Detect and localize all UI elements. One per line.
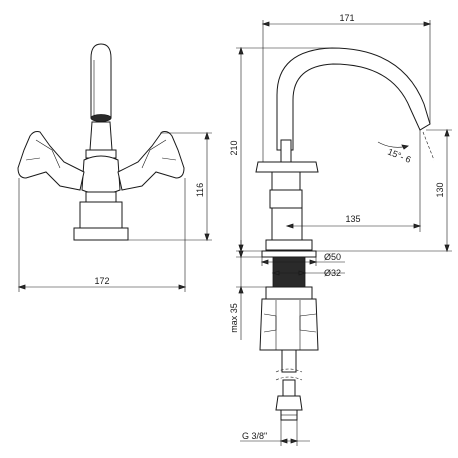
arrow — [271, 270, 280, 276]
arrow — [238, 285, 244, 294]
arrow — [298, 270, 307, 276]
nut-detail — [299, 313, 317, 333]
front-view — [17, 43, 185, 241]
hole-diameter-label: Ø50 — [324, 252, 341, 262]
front-height-label: 116 — [195, 183, 205, 197]
arrow — [401, 144, 409, 150]
arrow — [204, 233, 210, 242]
reach-label: 135 — [345, 214, 360, 224]
side-valve-block — [271, 171, 301, 191]
arrow — [444, 128, 450, 137]
front-right-handle — [117, 131, 185, 191]
side-body — [269, 189, 303, 209]
arrow — [279, 438, 288, 444]
fixing-nut — [259, 298, 319, 351]
arrow — [204, 131, 210, 140]
arrow — [285, 223, 294, 229]
counter-top — [261, 250, 317, 258]
hose-break-top — [275, 368, 303, 373]
front-right-handle-groove — [161, 157, 177, 161]
fixing-washer — [265, 286, 313, 300]
hose-break-bottom — [275, 376, 303, 381]
side-spout — [276, 47, 431, 151]
arrow — [17, 284, 26, 290]
front-left-handle-detail — [35, 139, 61, 169]
side-handle-stem — [280, 139, 292, 165]
reach-top-label: 171 — [339, 13, 354, 23]
arrow — [413, 223, 422, 229]
aerator — [90, 114, 112, 122]
angle-label: 15°- 6 — [386, 147, 412, 165]
arrow — [423, 21, 432, 27]
spout-height-label: 130 — [435, 182, 445, 197]
arrow — [238, 250, 244, 259]
arrow — [290, 438, 299, 444]
front-spout — [90, 43, 112, 119]
hose-upper — [281, 349, 297, 373]
front-right-handle-detail — [141, 139, 167, 169]
arrow — [309, 259, 318, 265]
side-base — [271, 207, 303, 241]
nut-detail — [263, 313, 277, 333]
spout-axis-line — [422, 131, 435, 161]
max-thickness-label: max 35 — [229, 303, 239, 333]
front-valve-body — [81, 155, 121, 195]
side-mount-plate — [265, 239, 313, 251]
side-view: 15°- 6 — [255, 47, 435, 421]
hose-lower — [282, 379, 296, 397]
front-left-handle — [17, 131, 85, 191]
arrow — [178, 284, 187, 290]
side-dimensions: 171 210 130 135 Ø50 Ø32 — [229, 13, 452, 446]
total-height-label: 210 — [229, 140, 239, 155]
hose-connector — [275, 395, 303, 411]
front-dimensions: 172 116 — [17, 131, 212, 292]
arrow — [444, 244, 450, 253]
arrow — [238, 46, 244, 55]
arrow — [261, 21, 270, 27]
front-base — [79, 201, 123, 229]
front-base-ring — [85, 191, 117, 203]
front-left-handle-groove — [25, 157, 41, 161]
thread-label: G 3/8" — [242, 431, 267, 441]
arrow — [260, 259, 269, 265]
nut-diameter-label: Ø32 — [324, 268, 341, 278]
front-neck — [89, 121, 113, 151]
side-handle-bar — [255, 161, 319, 173]
front-mount-plate — [73, 227, 129, 241]
front-width-label: 172 — [94, 276, 109, 286]
